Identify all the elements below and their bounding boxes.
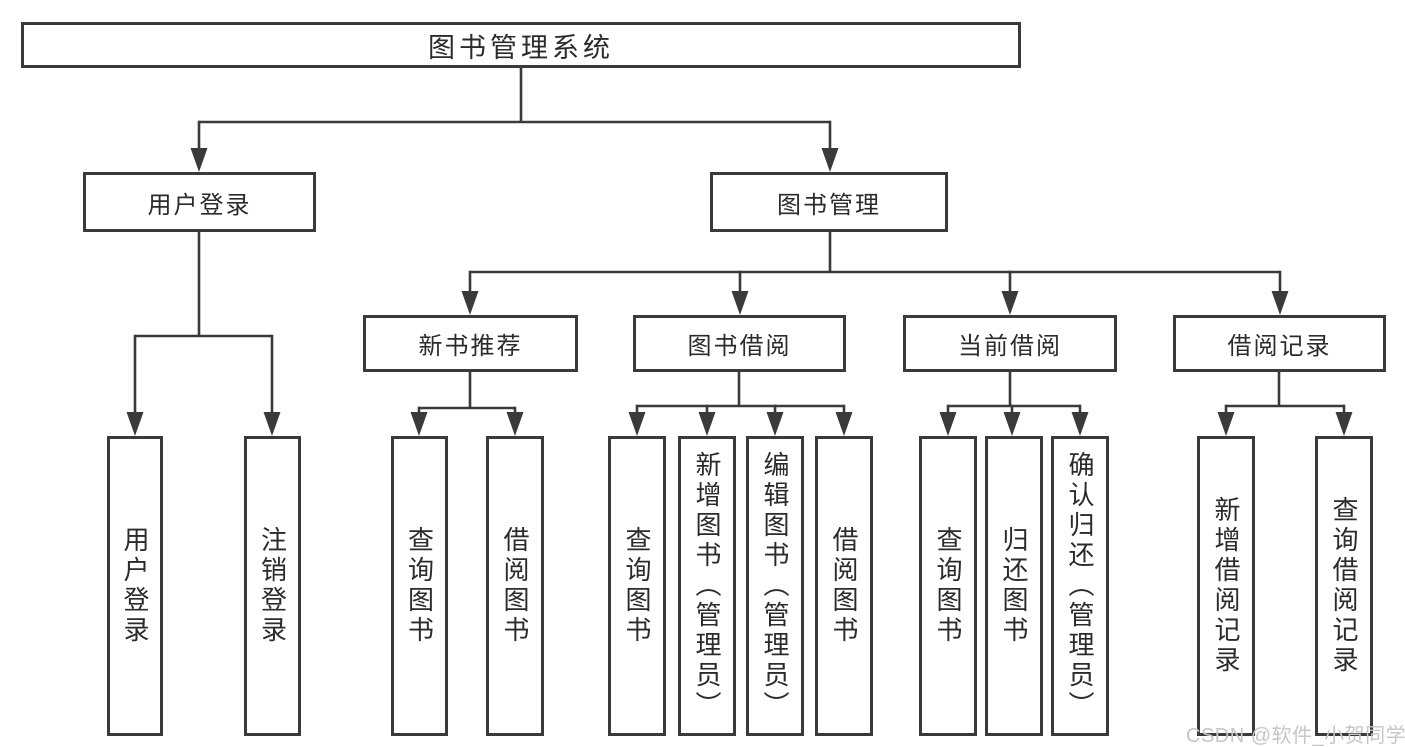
node-label-borrow-record: 借阅记录 <box>1227 333 1332 360</box>
node-leaf-cb-confirm: 确认归还（管理员） <box>1051 436 1109 736</box>
node-book-mgmt: 图书管理 <box>710 172 948 232</box>
arrowhead-icon <box>628 412 646 436</box>
arrowhead-icon <box>766 412 784 436</box>
node-label-leaf-nb-borrow: 借阅图书 <box>500 526 530 646</box>
arrowhead-icon <box>1335 412 1353 436</box>
watermark: CSDN @软件_小贺同学 <box>1186 725 1405 747</box>
arrowhead-icon <box>1001 291 1019 315</box>
node-leaf-bb-add: 新增图书（管理员） <box>678 436 736 736</box>
arrowhead-icon <box>1271 291 1289 315</box>
node-label-leaf-bb-query: 查询图书 <box>622 526 652 646</box>
node-label-leaf-bb-add: 新增图书（管理员） <box>692 451 722 721</box>
arrowhead-icon <box>461 291 479 315</box>
node-leaf-bb-borrow: 借阅图书 <box>815 436 873 736</box>
arrowhead-icon <box>1071 412 1089 436</box>
node-label-leaf-br-query: 查询借阅记录 <box>1329 496 1359 676</box>
node-label-root: 图书管理系统 <box>428 32 614 63</box>
node-leaf-bb-query: 查询图书 <box>608 436 666 736</box>
node-leaf-br-add: 新增借阅记录 <box>1197 436 1255 736</box>
node-leaf-user-login: 用户登录 <box>107 436 163 736</box>
node-book-borrow: 图书借阅 <box>633 315 846 372</box>
node-current-borrow: 当前借阅 <box>903 315 1117 372</box>
node-label-leaf-br-add: 新增借阅记录 <box>1211 496 1241 676</box>
arrowhead-icon <box>731 291 749 315</box>
node-label-leaf-nb-query: 查询图书 <box>404 526 435 646</box>
node-label-leaf-cb-return: 归还图书 <box>999 526 1029 646</box>
arrowhead-icon <box>939 412 957 436</box>
node-label-user-login: 用户登录 <box>147 191 252 219</box>
node-leaf-br-query: 查询借阅记录 <box>1315 436 1373 736</box>
arrowhead-icon <box>821 148 839 172</box>
node-label-leaf-cb-query: 查询图书 <box>933 526 963 646</box>
arrowhead-icon <box>190 148 208 172</box>
node-leaf-cb-return: 归还图书 <box>985 436 1043 736</box>
node-label-leaf-cb-confirm: 确认归还（管理员） <box>1065 451 1095 721</box>
node-user-login: 用户登录 <box>83 172 316 232</box>
node-leaf-bb-edit: 编辑图书（管理员） <box>746 436 804 736</box>
arrowhead-icon <box>1003 412 1021 436</box>
arrowhead-icon <box>698 412 716 436</box>
node-leaf-nb-query: 查询图书 <box>391 436 448 736</box>
node-leaf-logout: 注销登录 <box>244 436 301 736</box>
node-leaf-cb-query: 查询图书 <box>919 436 977 736</box>
node-label-new-book-rec: 新书推荐 <box>418 333 523 360</box>
arrowhead-icon <box>410 412 428 436</box>
arrowhead-icon <box>1217 412 1235 436</box>
node-root: 图书管理系统 <box>21 22 1021 68</box>
node-label-leaf-bb-borrow: 借阅图书 <box>829 526 859 646</box>
node-new-book-rec: 新书推荐 <box>363 315 578 372</box>
node-label-leaf-logout: 注销登录 <box>257 526 288 646</box>
node-label-book-mgmt: 图书管理 <box>777 191 881 219</box>
node-label-leaf-bb-edit: 编辑图书（管理员） <box>760 451 790 721</box>
arrowhead-icon <box>263 412 281 436</box>
arrowhead-icon <box>506 412 524 436</box>
node-label-book-borrow: 图书借阅 <box>687 333 792 360</box>
node-label-current-borrow: 当前借阅 <box>958 333 1062 360</box>
node-borrow-record: 借阅记录 <box>1173 315 1386 372</box>
arrowhead-icon <box>126 412 144 436</box>
node-leaf-nb-borrow: 借阅图书 <box>486 436 544 736</box>
arrowhead-icon <box>835 412 853 436</box>
node-label-leaf-user-login: 用户登录 <box>120 526 150 646</box>
